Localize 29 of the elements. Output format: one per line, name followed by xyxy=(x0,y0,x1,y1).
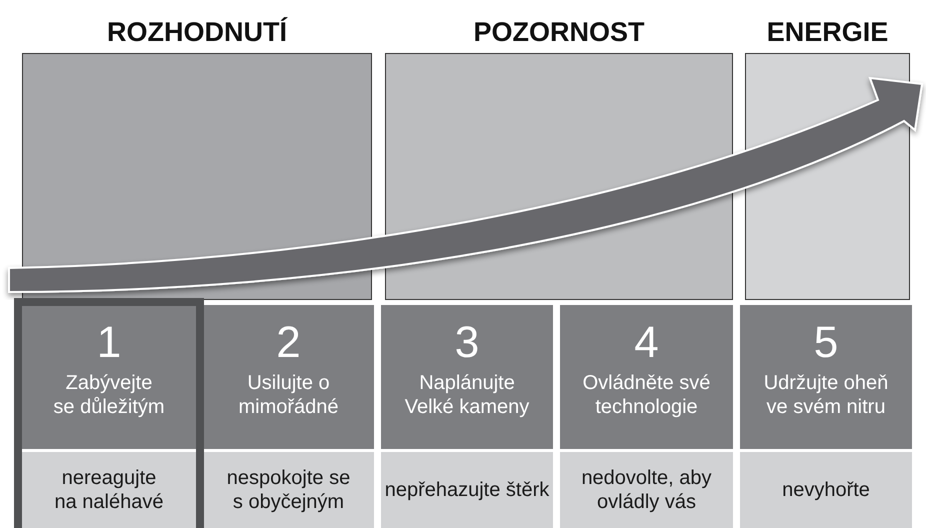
advice-card xyxy=(203,452,374,528)
advice-text: nedovolte, aby ovládly vás xyxy=(580,466,713,514)
section-heading: ROZHODNUTÍ xyxy=(106,16,288,49)
advice-text: nereagujte na naléhavé xyxy=(54,466,164,514)
section-heading: ENERGIE xyxy=(766,16,890,49)
advice-text: nepřehazujte štěrk xyxy=(384,478,550,502)
advice-card xyxy=(381,452,553,528)
advice-card xyxy=(740,452,912,528)
curved-arrow xyxy=(8,77,923,293)
step-card xyxy=(740,305,912,449)
step-number: 1 xyxy=(96,319,122,367)
step-card xyxy=(203,305,374,449)
section-heading: POZORNOST xyxy=(472,16,646,49)
step-title: Zabývejte se důležitým xyxy=(52,371,166,419)
advice-card xyxy=(22,452,196,528)
step-title: Naplánujte Velké kameny xyxy=(404,371,530,419)
step-title: Ovládněte své technologie xyxy=(582,371,712,419)
step-title: Udržujte oheň ve svém nitru xyxy=(762,371,890,419)
advice-text: nevyhořte xyxy=(781,478,871,502)
advice-card xyxy=(560,452,733,528)
step-title: Usilujte o mimořádné xyxy=(237,371,340,419)
step-card xyxy=(381,305,553,449)
step-number: 3 xyxy=(454,319,480,367)
step-card xyxy=(22,305,196,449)
step-number: 2 xyxy=(275,319,302,367)
step-number: 5 xyxy=(812,319,840,367)
advice-text: nespokojte se s obyčejným xyxy=(226,466,352,514)
step-card xyxy=(560,305,733,449)
step-number: 4 xyxy=(633,319,660,367)
